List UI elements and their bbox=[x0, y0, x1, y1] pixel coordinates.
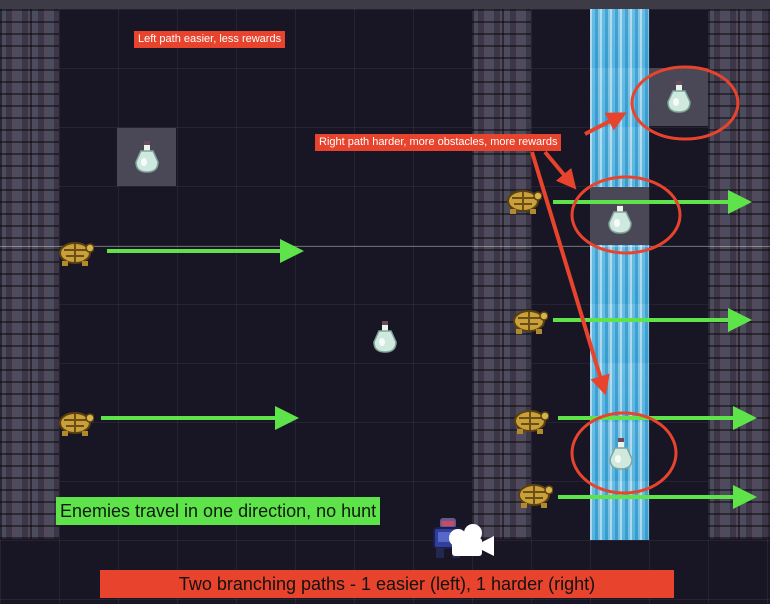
reward-pointer-arrow bbox=[584, 112, 627, 136]
editor-guide-line bbox=[0, 246, 770, 247]
right-path-note: Right path harder, more obstacles, more … bbox=[315, 134, 562, 151]
editor-top-bar bbox=[0, 0, 770, 9]
reward-pointer-arrow bbox=[543, 150, 577, 190]
middle-wall bbox=[472, 9, 531, 539]
turtle-enemy-icon[interactable] bbox=[515, 480, 553, 510]
left-path-note: Left path easier, less rewards bbox=[134, 31, 286, 48]
reward-highlight-circle bbox=[630, 65, 740, 141]
turtle-enemy-icon[interactable] bbox=[510, 306, 548, 336]
potion-icon[interactable] bbox=[664, 80, 694, 114]
reward-pointer-arrow bbox=[530, 151, 610, 396]
enemy-direction-arrows bbox=[101, 190, 757, 509]
turtle-enemy-icon[interactable] bbox=[56, 238, 94, 268]
potion-icon[interactable] bbox=[132, 140, 162, 174]
turtle-enemy-icon[interactable] bbox=[511, 406, 549, 436]
enemy-behavior-note: Enemies travel in one direction, no hunt bbox=[56, 497, 381, 525]
camera-icon[interactable] bbox=[446, 522, 496, 560]
potion-icon[interactable] bbox=[606, 437, 636, 471]
left-wall bbox=[0, 9, 59, 539]
potion-icon[interactable] bbox=[370, 320, 400, 354]
reward-highlight-circle bbox=[570, 175, 682, 255]
turtle-enemy-icon[interactable] bbox=[56, 408, 94, 438]
right-wall bbox=[708, 9, 770, 539]
reward-highlight-circle bbox=[570, 411, 678, 495]
level-summary-banner: Two branching paths - 1 easier (left), 1… bbox=[100, 570, 674, 598]
turtle-enemy-icon[interactable] bbox=[504, 186, 542, 216]
